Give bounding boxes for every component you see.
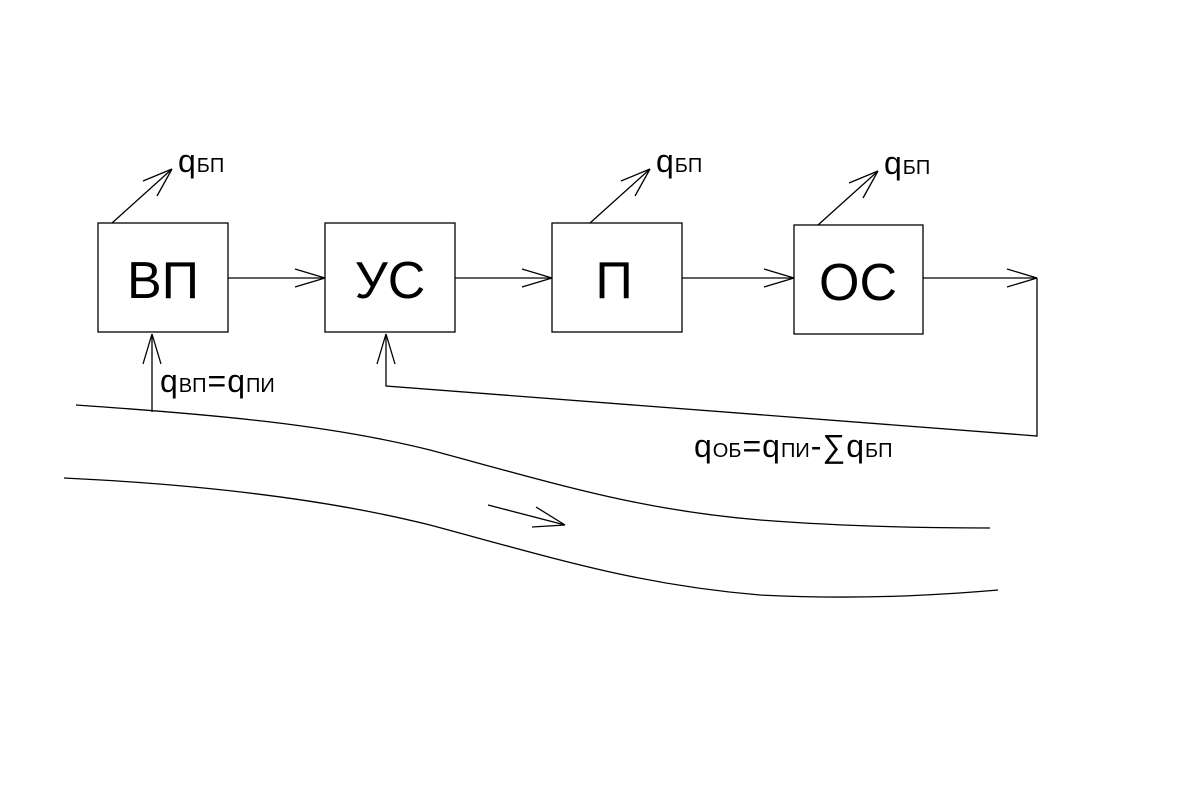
arrow-os-output [923,268,1038,288]
block-os-label: ОС [819,254,897,312]
block-vp-label: ВП [127,252,199,310]
feedback-loop [376,278,1038,437]
loss-arrow-p [589,168,651,224]
loss-label-p: qБП [656,143,702,179]
block-vp [97,222,229,333]
block-os [793,224,924,335]
input-formula: qВП=qПИ [160,363,275,399]
loss-label-os: qБП [884,145,930,181]
block-us [324,222,456,333]
block-us-label: УС [355,252,426,310]
arrow-us-to-p [455,268,553,288]
stream-lower-edge [63,477,999,598]
block-p-label: П [595,252,632,310]
loss-arrow-vp [111,168,173,224]
arrow-p-to-os [682,268,795,288]
loss-arrow-os [817,170,879,226]
output-formula: qОБ=qПИ-∑qБП [694,428,892,464]
input-arrow [142,333,162,412]
block-p [551,222,683,333]
arrow-vp-to-us [228,268,326,288]
stream-upper-edge [75,404,991,529]
loss-label-vp: qБП [178,143,224,179]
stream-direction-arrow [487,504,566,528]
